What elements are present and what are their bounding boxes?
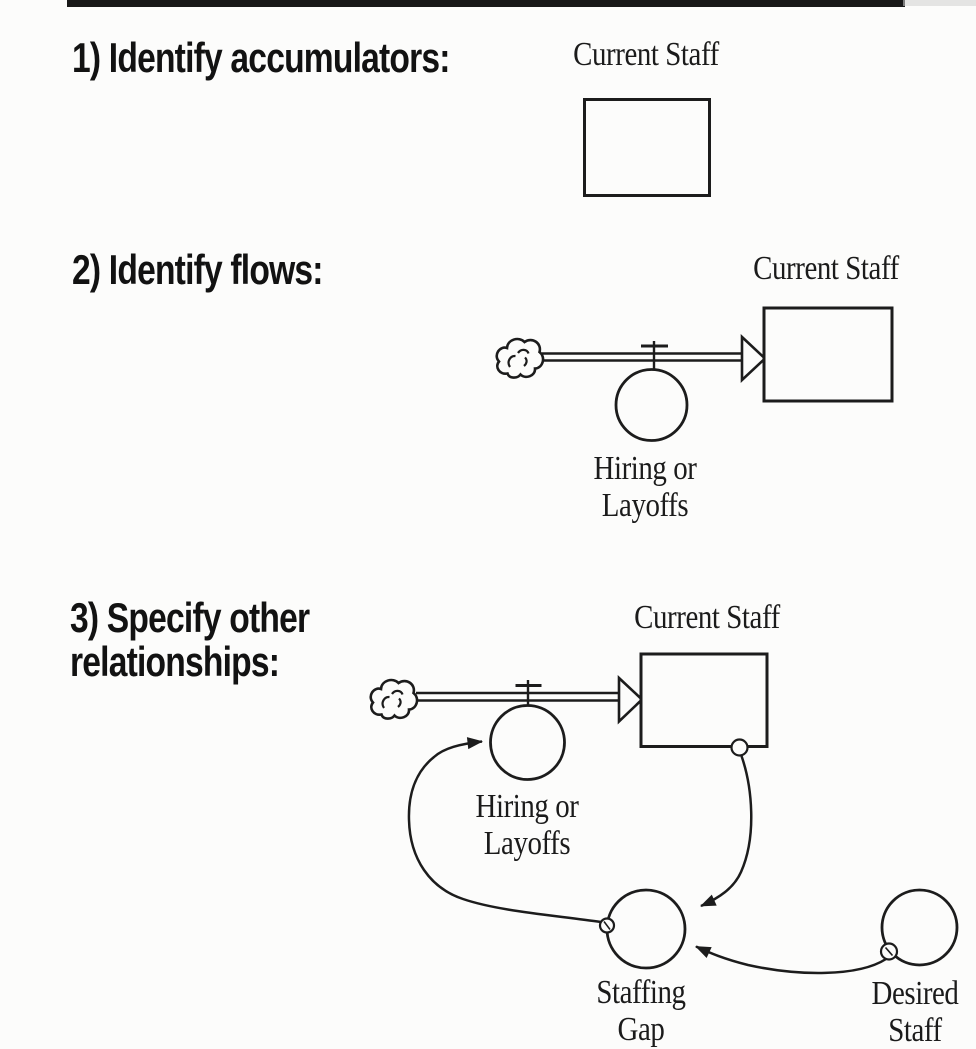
- desired-staff-label: Desired Staff: [805, 975, 976, 1049]
- stock-box-step1: [585, 100, 710, 196]
- flow-label-line1: Hiring or: [417, 788, 638, 825]
- flow-arrowhead-step2: [742, 337, 765, 380]
- cloud-source-icon-step2: [497, 339, 543, 378]
- flow-label-line1: Hiring or: [535, 450, 756, 487]
- step3-heading-line2: relationships:: [70, 640, 309, 684]
- flow-label-step2: Hiring or Layoffs: [535, 450, 756, 524]
- connector-arrow-desired-staff-to-staffing-gap: [696, 947, 886, 973]
- flow-label-line2: Layoffs: [417, 825, 638, 862]
- flow-label-step3: Hiring or Layoffs: [417, 788, 638, 862]
- step3-heading: 3) Specify other relationships:: [70, 596, 309, 684]
- cloud-source-icon-step3: [371, 680, 417, 719]
- flow-valve-icon-step2: [641, 341, 668, 372]
- takeoff-circle-desired-staff: [881, 944, 897, 960]
- staffing-gap-converter-circle: [607, 890, 685, 968]
- stock-box-step3: [641, 654, 767, 747]
- flow-arrowhead-step3: [619, 678, 642, 722]
- flow-pipe-step3: [416, 693, 622, 701]
- step3-heading-line1: 3) Specify other: [70, 596, 309, 640]
- stock-label-step2: Current Staff: [716, 250, 937, 287]
- takeoff-circle-staffing-gap: [600, 919, 614, 933]
- desired-staff-line2: Staff: [805, 1012, 976, 1049]
- staffing-gap-label: Staffing Gap: [531, 974, 752, 1048]
- valve-circle-step2: [616, 370, 687, 441]
- takeoff-circle-current-staff: [732, 740, 748, 756]
- valve-circle-step3: [491, 706, 565, 780]
- flow-pipe-step2: [542, 354, 744, 361]
- staffing-gap-line1: Staffing: [531, 974, 752, 1011]
- flow-label-line2: Layoffs: [535, 487, 756, 524]
- staffing-gap-line2: Gap: [531, 1011, 752, 1048]
- stock-label-step1: Current Staff: [536, 36, 757, 73]
- stock-box-step2: [764, 308, 892, 401]
- step1-heading: 1) Identify accumulators:: [72, 36, 450, 80]
- stock-label-step3: Current Staff: [597, 599, 818, 636]
- desired-staff-line1: Desired: [805, 975, 976, 1012]
- step2-heading: 2) Identify flows:: [72, 248, 323, 292]
- connector-arrow-current-staff-to-staffing-gap: [701, 756, 751, 906]
